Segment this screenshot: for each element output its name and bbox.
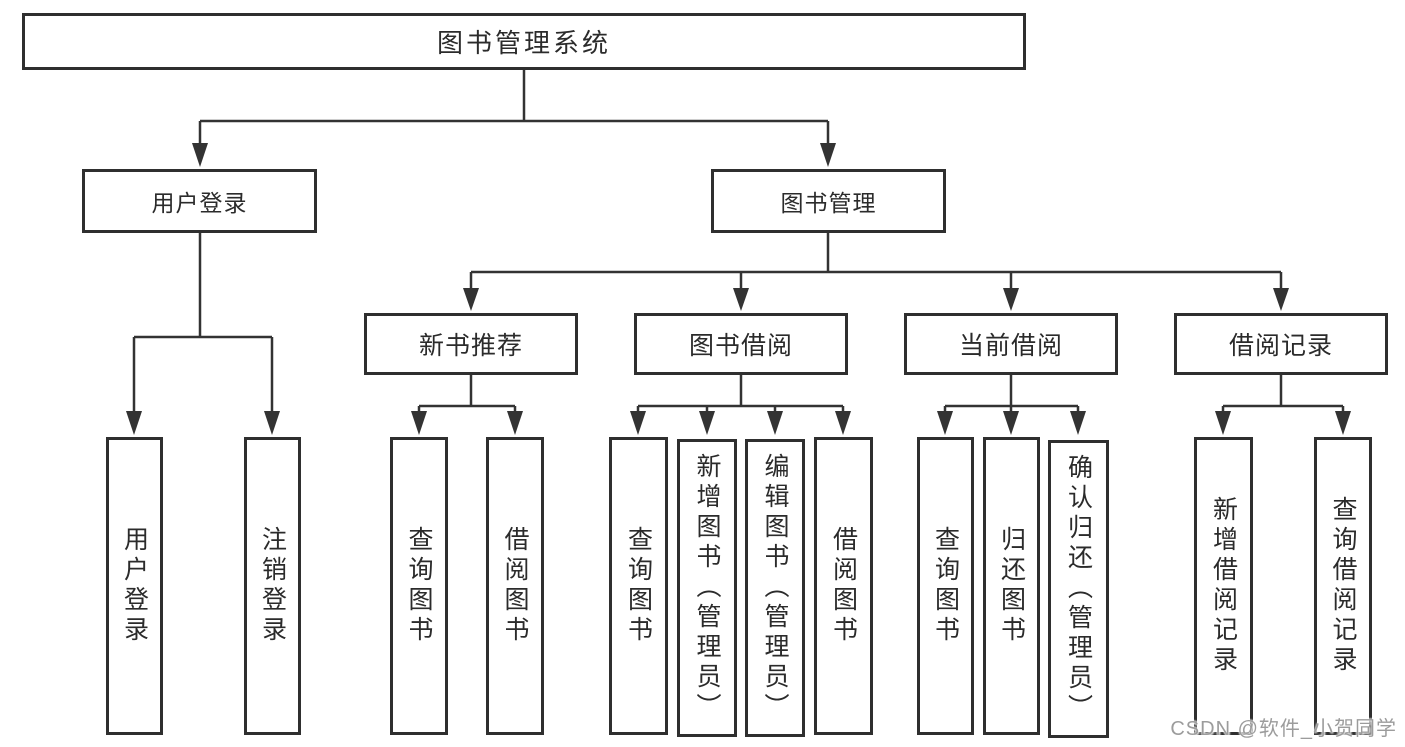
csdn-watermark: CSDN @软件_小贺同学 [1170,718,1397,740]
node-query-borrow-record: 查询借阅记录 [1314,437,1372,735]
connector-segments [132,69,1345,415]
node-library-management-system: 图书管理系统 [22,13,1026,70]
node-book-borrowing: 图书借阅 [634,313,848,375]
node-user-login-leaf: 用户登录 [106,437,163,735]
node-user-login: 用户登录 [82,169,317,233]
node-add-borrow-record: 新增借阅记录 [1194,437,1253,735]
node-new-book-recommendation: 新书推荐 [364,313,578,375]
node-logout: 注销登录 [244,437,301,735]
node-borrow-books-leaf: 借阅图书 [814,437,873,735]
node-edit-book-admin: 编辑图书（管理员） [745,439,805,737]
node-add-book-admin: 新增图书（管理员） [677,439,737,737]
node-query-books-recommend: 查询图书 [390,437,448,735]
node-book-management: 图书管理 [711,169,946,233]
node-query-books-borrow: 查询图书 [609,437,668,735]
node-confirm-return-admin: 确认归还（管理员） [1048,440,1109,738]
node-borrow-books-recommend: 借阅图书 [486,437,544,735]
node-current-borrowing: 当前借阅 [904,313,1118,375]
node-borrowing-records: 借阅记录 [1174,313,1388,375]
node-query-books-current: 查询图书 [917,437,974,735]
node-return-books: 归还图书 [983,437,1040,735]
connector-arrowheads [126,143,1351,435]
